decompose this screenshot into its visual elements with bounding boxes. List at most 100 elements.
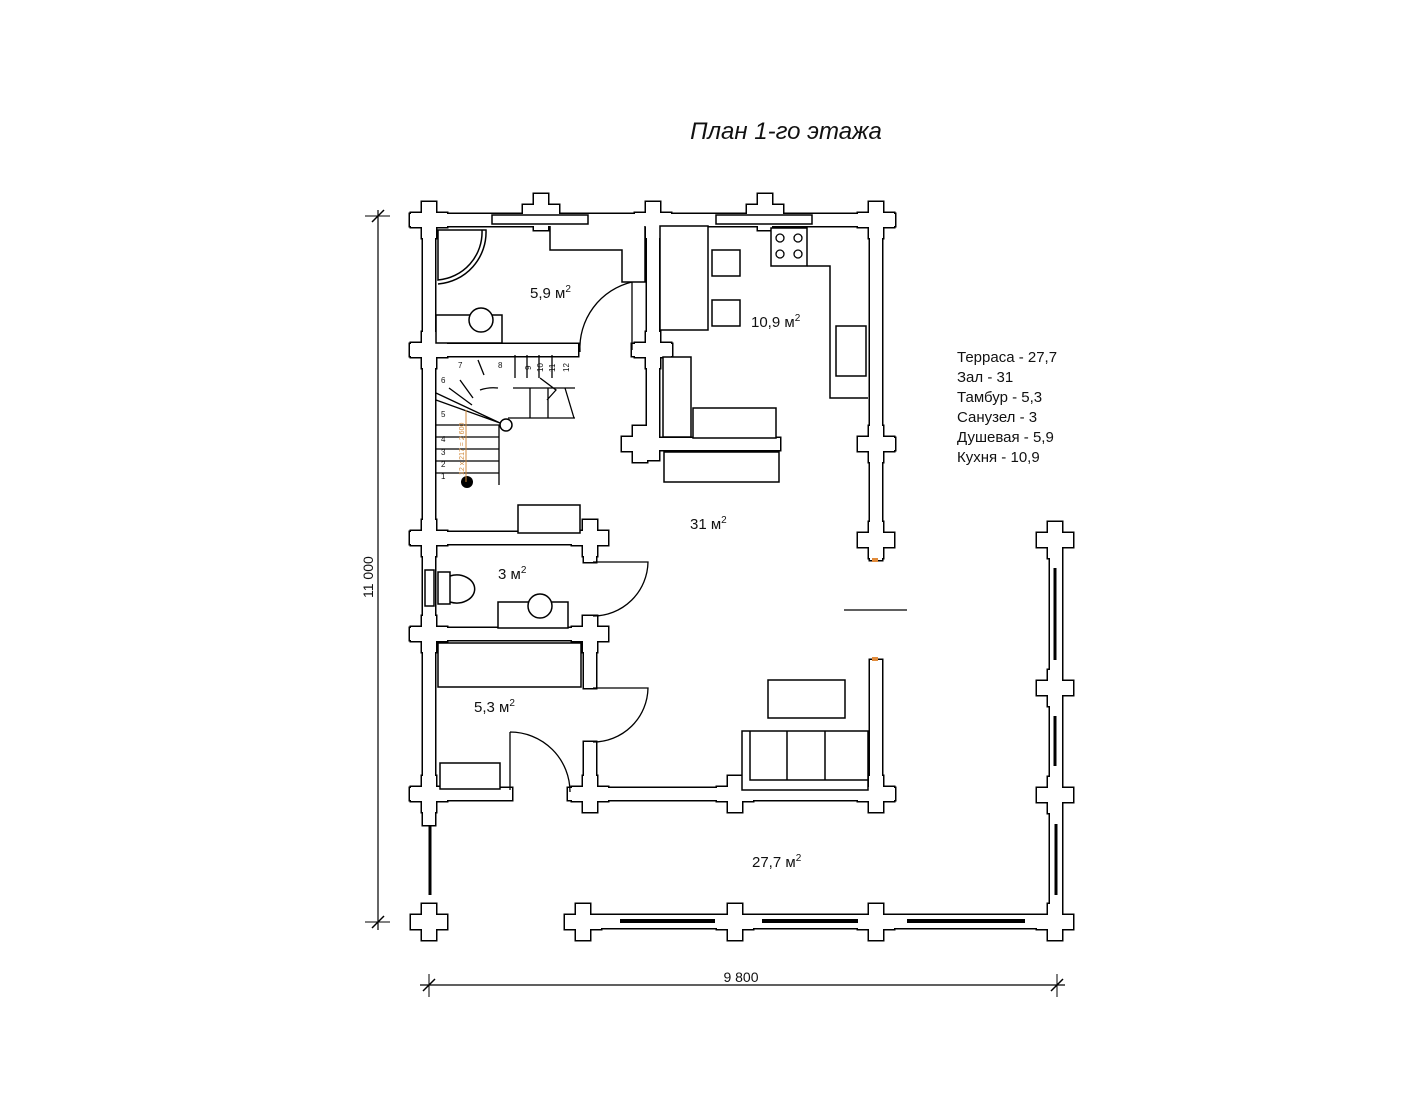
step-number: 8 [498, 361, 503, 370]
log-corner [622, 426, 658, 462]
log-corner [717, 904, 753, 940]
door-shower[interactable] [579, 281, 633, 353]
log-corner [858, 202, 894, 238]
furniture [435, 225, 869, 791]
wall-segment [410, 532, 608, 544]
area-shower: 5,9 м2 [530, 284, 571, 302]
width-label: 9 800 [723, 969, 758, 985]
log-corner [572, 520, 608, 556]
area-toilet: 3 м2 [498, 565, 527, 583]
area-hall: 31 м2 [690, 515, 727, 533]
window [424, 569, 435, 607]
post-marker [872, 657, 878, 661]
door-tambour[interactable] [592, 687, 649, 743]
step-number: 9 [524, 365, 533, 370]
step-number: 12 [562, 363, 571, 372]
door-entrance[interactable] [509, 731, 571, 793]
stair-steps [436, 424, 500, 485]
legend-item: Душевая - 5,9 [957, 429, 1054, 446]
coffee-table [767, 679, 846, 719]
log-corner [411, 202, 447, 238]
legend-item: Терраса - 27,7 [957, 349, 1057, 366]
sofa [741, 730, 869, 791]
staircase: 1 2 3 4 5 6 7 8 9 10 11 12 12 x 217 = 2 … [435, 355, 575, 488]
log-corner [1037, 522, 1073, 558]
area-tambour: 5,3 м2 [474, 698, 515, 716]
log-corner [635, 332, 671, 368]
burner [775, 233, 785, 243]
wall-segment [870, 202, 882, 560]
step-number: 3 [441, 448, 446, 457]
step-number: 2 [441, 460, 446, 469]
sofa-corner [692, 407, 777, 439]
burner [775, 249, 785, 259]
kitchen-table [659, 225, 709, 331]
legend-item: Санузел - 3 [957, 409, 1037, 426]
stair-post [499, 418, 513, 432]
toilet-bowl [437, 571, 476, 605]
log-corner [717, 776, 753, 812]
dimension-height: 11 000 [360, 209, 390, 930]
stair-note: 12 x 217 = 2 600 [459, 423, 466, 475]
area-terrace: 27,7 м2 [752, 853, 802, 871]
shower-bench [549, 226, 646, 283]
shoe-rack [439, 762, 501, 790]
walls-fill [410, 194, 1073, 940]
log-corner [858, 776, 894, 812]
washbasin [527, 593, 553, 619]
wall-segment [410, 628, 608, 640]
bench [663, 451, 780, 483]
log-corner [1037, 670, 1073, 706]
burner [793, 233, 803, 243]
log-corner [565, 904, 601, 940]
log-corner [858, 426, 894, 462]
area-kitchen: 10,9 м2 [751, 313, 801, 331]
post-marker [872, 558, 878, 562]
log-corner [635, 202, 671, 238]
washbasin [468, 307, 494, 333]
step-number: 4 [441, 435, 446, 444]
log-corner [858, 904, 894, 940]
wall-segment [632, 438, 780, 450]
log-corner [1037, 777, 1073, 813]
log-corner [858, 522, 894, 558]
legend-item: Тамбур - 5,3 [957, 389, 1042, 406]
step-number: 7 [458, 361, 463, 370]
stair-start [461, 476, 473, 488]
wall-segment [870, 660, 882, 808]
plan-title: План 1-го этажа [690, 118, 882, 145]
door-toilet[interactable] [592, 561, 649, 617]
chair [711, 299, 741, 327]
kitchen-sink [835, 325, 867, 377]
cabinet [517, 504, 581, 534]
log-corner [572, 616, 608, 652]
log-corner [411, 776, 447, 812]
step-number: 5 [441, 410, 446, 419]
log-corner [411, 520, 447, 556]
window [491, 214, 589, 225]
wall-segment [410, 344, 578, 356]
wardrobe [437, 642, 582, 688]
burner [793, 249, 803, 259]
log-corner [572, 776, 608, 812]
window [715, 214, 813, 225]
log-corner [747, 194, 783, 230]
shower-cabin [437, 229, 487, 285]
chair [711, 249, 741, 277]
doors [509, 281, 649, 793]
dimension-width: 9 800 [420, 969, 1065, 997]
sofa-corner [662, 356, 692, 438]
log-corner [411, 332, 447, 368]
log-corner [1037, 904, 1073, 940]
log-corner [411, 616, 447, 652]
step-number: 11 [548, 363, 557, 372]
wall-segment [647, 202, 659, 460]
stove [770, 227, 808, 267]
height-label: 11 000 [360, 556, 376, 598]
windows [424, 214, 1058, 923]
step-number: 10 [536, 363, 545, 372]
log-corner [411, 904, 447, 940]
step-number: 6 [441, 376, 446, 385]
area-legend: Терраса - 27,7 Зал - 31 Тамбур - 5,3 Сан… [957, 349, 1057, 466]
